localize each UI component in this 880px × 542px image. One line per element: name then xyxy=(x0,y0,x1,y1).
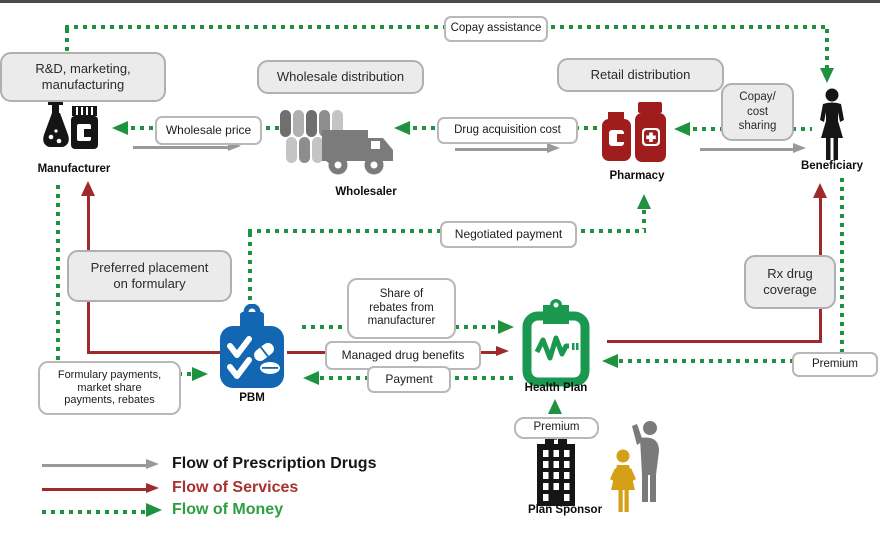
legend-line-services xyxy=(42,488,146,491)
flow-label-share-of-rebates: Share of rebates from manufacturer xyxy=(347,278,456,339)
pbm-icon xyxy=(220,304,284,388)
process-box-retail-distribution: Retail distribution xyxy=(557,58,724,92)
flow-label-premium-beneficiary: Premium xyxy=(792,352,878,377)
arrow-right-icon xyxy=(192,367,208,381)
legend-line-money xyxy=(42,510,146,514)
top-border xyxy=(0,0,880,3)
money-flow-negotiated-payment-rise xyxy=(248,233,252,306)
legend-label-services: Flow of Services xyxy=(172,479,299,496)
flow-label-wholesale-price: Wholesale price xyxy=(155,116,262,145)
legend-line-drugs xyxy=(42,464,146,467)
arrow-right-icon xyxy=(146,459,159,469)
arrow-right-icon xyxy=(793,143,806,153)
money-flow-negotiated-payment-to-pharmacy xyxy=(642,210,646,229)
flow-label-drug-acquisition-cost: Drug acquisition cost xyxy=(437,117,578,144)
money-flow-premium-to-healthplan xyxy=(619,359,792,363)
arrow-right-icon xyxy=(498,320,514,334)
services-flow-pbm-to-manufacturer-horizontal xyxy=(87,351,222,354)
entity-label-wholesaler: Wholesaler xyxy=(335,186,397,198)
legend-label-money: Flow of Money xyxy=(172,501,284,518)
arrow-left-icon xyxy=(602,354,618,368)
manufacturer-icon xyxy=(43,100,98,149)
entity-label-beneficiary: Beneficiary xyxy=(800,160,863,172)
members-people-icon xyxy=(610,421,659,512)
drugs-flow-pharmacy-to-beneficiary xyxy=(700,148,793,151)
money-flow-copay-assistance-left-drop xyxy=(65,29,69,51)
drugs-flow-wholesaler-to-pharmacy xyxy=(455,148,547,151)
health-plan-icon xyxy=(522,299,590,387)
arrow-up-icon xyxy=(81,181,95,196)
arrow-down-icon xyxy=(820,68,834,83)
flow-label-copay-cost-sharing: Copay/ cost sharing xyxy=(721,83,794,141)
drugs-flow-manufacturer-to-wholesaler xyxy=(133,146,228,149)
flow-label-copay-assistance: Copay assistance xyxy=(444,16,548,42)
flow-label-rx-drug-coverage: Rx drug coverage xyxy=(744,255,836,309)
process-box-wholesale-distribution: Wholesale distribution xyxy=(257,60,424,94)
entity-label-manufacturer: Manufacturer xyxy=(37,163,111,175)
flow-label-negotiated-payment: Negotiated payment xyxy=(440,221,577,248)
money-flow-formulary-box-to-pbm xyxy=(178,372,192,376)
process-box-rd-marketing: R&D, marketing, manufacturing xyxy=(0,52,166,102)
money-flow-beneficiary-premium-drop xyxy=(840,178,844,352)
money-flow-manufacturer-to-formulary-box xyxy=(56,185,60,361)
arrow-up-icon xyxy=(548,399,562,414)
arrow-right-icon xyxy=(547,143,560,153)
entity-label-health-plan: Health Plan xyxy=(524,382,588,394)
flow-label-formulary-payments: Formulary payments, market share payment… xyxy=(38,361,181,415)
entity-label-pharmacy: Pharmacy xyxy=(609,170,665,182)
arrow-up-icon xyxy=(637,194,651,209)
arrow-right-icon xyxy=(146,483,159,493)
wholesaler-icon xyxy=(280,110,393,175)
flow-label-payment: Payment xyxy=(367,366,451,393)
money-flow-copay-assistance-right-drop xyxy=(825,29,829,68)
arrow-left-icon xyxy=(674,122,690,136)
money-flow-sponsor-premium-stub xyxy=(553,436,557,443)
legend-label-drugs: Flow of Prescription Drugs xyxy=(172,455,377,472)
pharmacy-icon xyxy=(602,102,666,162)
arrow-left-icon xyxy=(112,121,128,135)
entity-label-plan-sponsor: Plan Sponsor xyxy=(527,504,603,516)
arrow-up-icon xyxy=(813,183,827,198)
arrow-right-icon xyxy=(496,346,509,356)
flow-label-preferred-placement: Preferred placement on formulary xyxy=(67,250,232,302)
services-flow-healthplan-to-beneficiary-horizontal xyxy=(607,340,822,343)
arrow-left-icon xyxy=(303,371,319,385)
plan-sponsor-building-icon xyxy=(537,438,575,506)
beneficiary-icon xyxy=(820,88,844,160)
arrow-right-icon xyxy=(228,141,241,151)
entity-label-pbm: PBM xyxy=(239,392,265,404)
flow-label-premium-sponsor: Premium xyxy=(514,417,599,439)
arrow-left-icon xyxy=(394,121,410,135)
arrow-right-icon xyxy=(146,503,162,517)
